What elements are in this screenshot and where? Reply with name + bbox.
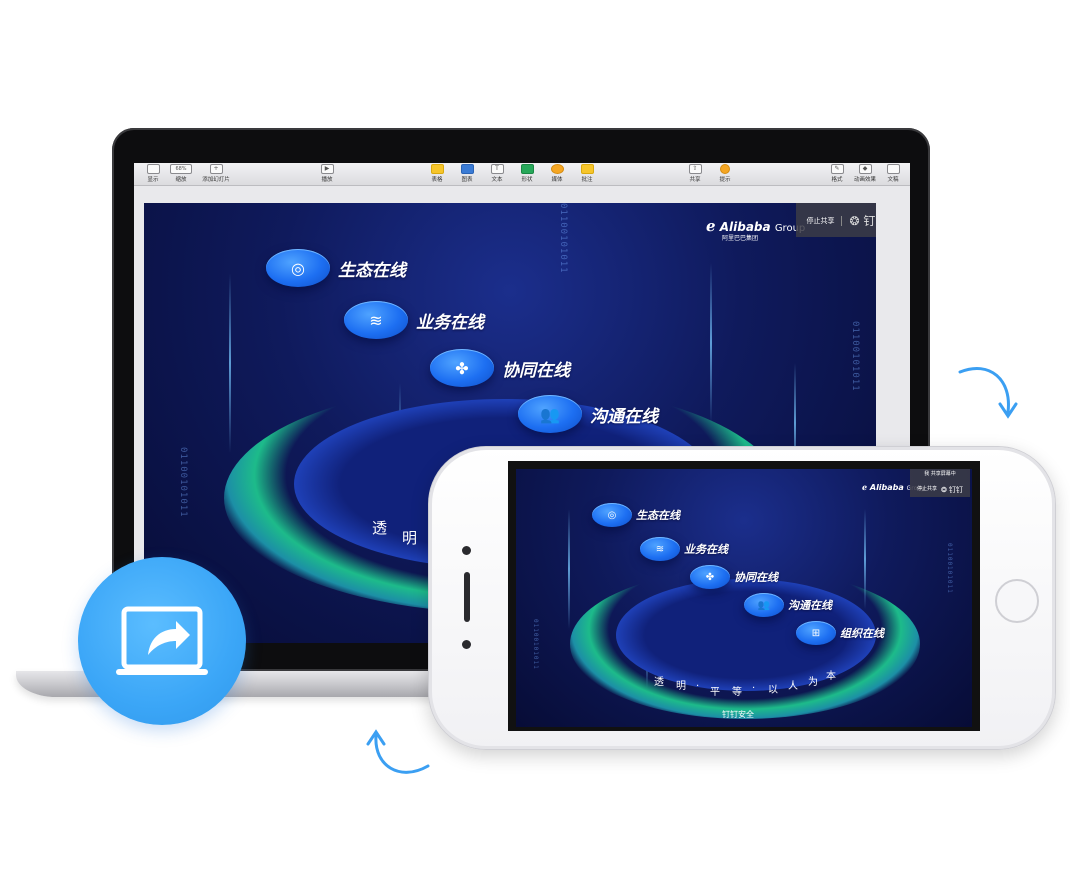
share-status-panel: 我 共享屏幕中 停止共享 ❂ 钉钉 — [796, 203, 876, 237]
ring-word: 本 — [826, 671, 836, 682]
light-beam — [568, 509, 570, 629]
play-icon: ▶ — [320, 164, 334, 174]
chart-icon — [460, 164, 474, 174]
ring-word: 人 — [788, 681, 798, 692]
phone-camera — [462, 640, 471, 649]
table-icon — [430, 164, 444, 174]
ring-word: 以 — [768, 685, 778, 696]
toolbar-media-button[interactable]: 媒体 — [540, 164, 574, 183]
media-icon — [550, 164, 564, 174]
animate-icon: ◆ — [858, 164, 872, 174]
toolbar-document-button[interactable]: 文稿 — [876, 164, 910, 183]
pill-ecosystem: ◎ 生态在线 — [266, 249, 406, 287]
people-icon: 👥 — [744, 593, 784, 617]
plus-icon: + — [209, 164, 223, 174]
pill-business: ≋ 业务在线 — [344, 301, 484, 339]
stop-share-button[interactable]: 停止共享 — [916, 486, 937, 492]
light-beam — [710, 263, 712, 423]
people-icon: 👥 — [518, 395, 582, 433]
pill-communication: 👥 沟通在线 — [518, 395, 658, 433]
toolbar-zoom-button[interactable]: 68%缩放 — [164, 164, 198, 183]
comment-icon — [580, 164, 594, 174]
ring-word: 透 — [654, 677, 664, 688]
layers-icon: ≋ — [640, 537, 680, 561]
planet-icon: ◎ — [592, 503, 632, 527]
layers-icon: ≋ — [344, 301, 408, 339]
pill-organization: ⊞ 组织在线 — [796, 621, 884, 645]
ring-word: 明 — [402, 529, 418, 547]
toolbar-shape-button[interactable]: 形状 — [510, 164, 544, 183]
ring-word: 明 — [676, 681, 686, 692]
ring-word: · — [696, 681, 700, 692]
alibaba-logo: ℯ Alibaba Group 阿里巴巴集团 — [706, 217, 806, 242]
light-beam — [864, 509, 866, 609]
phone-home-button[interactable] — [995, 579, 1039, 623]
view-icon — [146, 164, 160, 174]
toolbar-animate-button[interactable]: ◆动画效果 — [853, 164, 876, 183]
org-chart-icon: ⊞ — [796, 621, 836, 645]
toolbar-chart-button[interactable]: 图表 — [450, 164, 484, 183]
fan-icon: ✤ — [690, 565, 730, 589]
pill-collaboration: ✤ 协同在线 — [430, 349, 570, 387]
phone-sensor — [462, 546, 471, 555]
dingtalk-logo: ❂ 钉钉 — [849, 214, 876, 228]
toolbar-table-button[interactable]: 表格 — [420, 164, 454, 183]
light-beam — [229, 273, 231, 453]
text-icon: T — [490, 164, 504, 174]
toolbar-play-button[interactable]: ▶播放 — [320, 164, 334, 183]
ring-word: 平 — [710, 687, 720, 698]
format-icon: ✎ — [830, 164, 844, 174]
phone-slide: 01100101011 01100101011 ℯ Alibaba Group … — [516, 469, 972, 727]
phone-speaker — [464, 572, 470, 622]
screen-share-badge — [78, 557, 246, 725]
pill-ecosystem: ◎ 生态在线 — [592, 503, 680, 527]
toolbar-view-button[interactable]: 显示 — [136, 164, 170, 183]
ring-word: 透 — [372, 519, 388, 537]
binary-text: 01100101011 — [558, 203, 568, 274]
stop-share-button[interactable]: 停止共享 — [807, 215, 842, 226]
share-status-panel: 我 共享屏幕中 停止共享 ❂ 钉钉 — [910, 469, 970, 497]
pill-collaboration: ✤ 协同在线 — [690, 565, 778, 589]
binary-text: 01100101011 — [946, 543, 953, 594]
planet-icon: ◎ — [266, 249, 330, 287]
fan-icon: ✤ — [430, 349, 494, 387]
ring-word: 为 — [808, 677, 818, 688]
toolbar-share-button[interactable]: ⇧共享 — [688, 164, 702, 183]
toolbar-add-slide-button[interactable]: +添加幻灯片 — [202, 164, 230, 183]
pill-business: ≋ 业务在线 — [640, 537, 728, 561]
toolbar-format-button[interactable]: ✎格式 — [830, 164, 844, 183]
tips-icon — [720, 164, 730, 174]
zoom-icon: 68% — [170, 164, 192, 174]
document-icon — [886, 164, 900, 174]
sync-arrow-top-icon — [958, 366, 1018, 419]
toolbar-comment-button[interactable]: 批注 — [570, 164, 604, 183]
toolbar-tips-button[interactable]: 提示 — [708, 164, 742, 183]
share-icon: ⇧ — [688, 164, 702, 174]
shape-icon — [520, 164, 534, 174]
dingtalk-logo: ❂ 钉钉 — [940, 486, 964, 494]
light-beam — [794, 363, 796, 483]
sync-arrow-bottom-icon — [366, 729, 430, 774]
binary-text: 01100101011 — [178, 447, 188, 518]
ring-word: 等 — [732, 687, 742, 698]
screen-share-icon — [116, 606, 208, 675]
pill-communication: 👥 沟通在线 — [744, 593, 832, 617]
ring-word: · — [752, 683, 756, 694]
binary-text: 01100101011 — [850, 321, 860, 392]
binary-text: 01100101011 — [532, 619, 539, 670]
bottom-label: 钉钉安全 — [722, 710, 754, 719]
phone-screen: 01100101011 01100101011 ℯ Alibaba Group … — [508, 461, 980, 731]
